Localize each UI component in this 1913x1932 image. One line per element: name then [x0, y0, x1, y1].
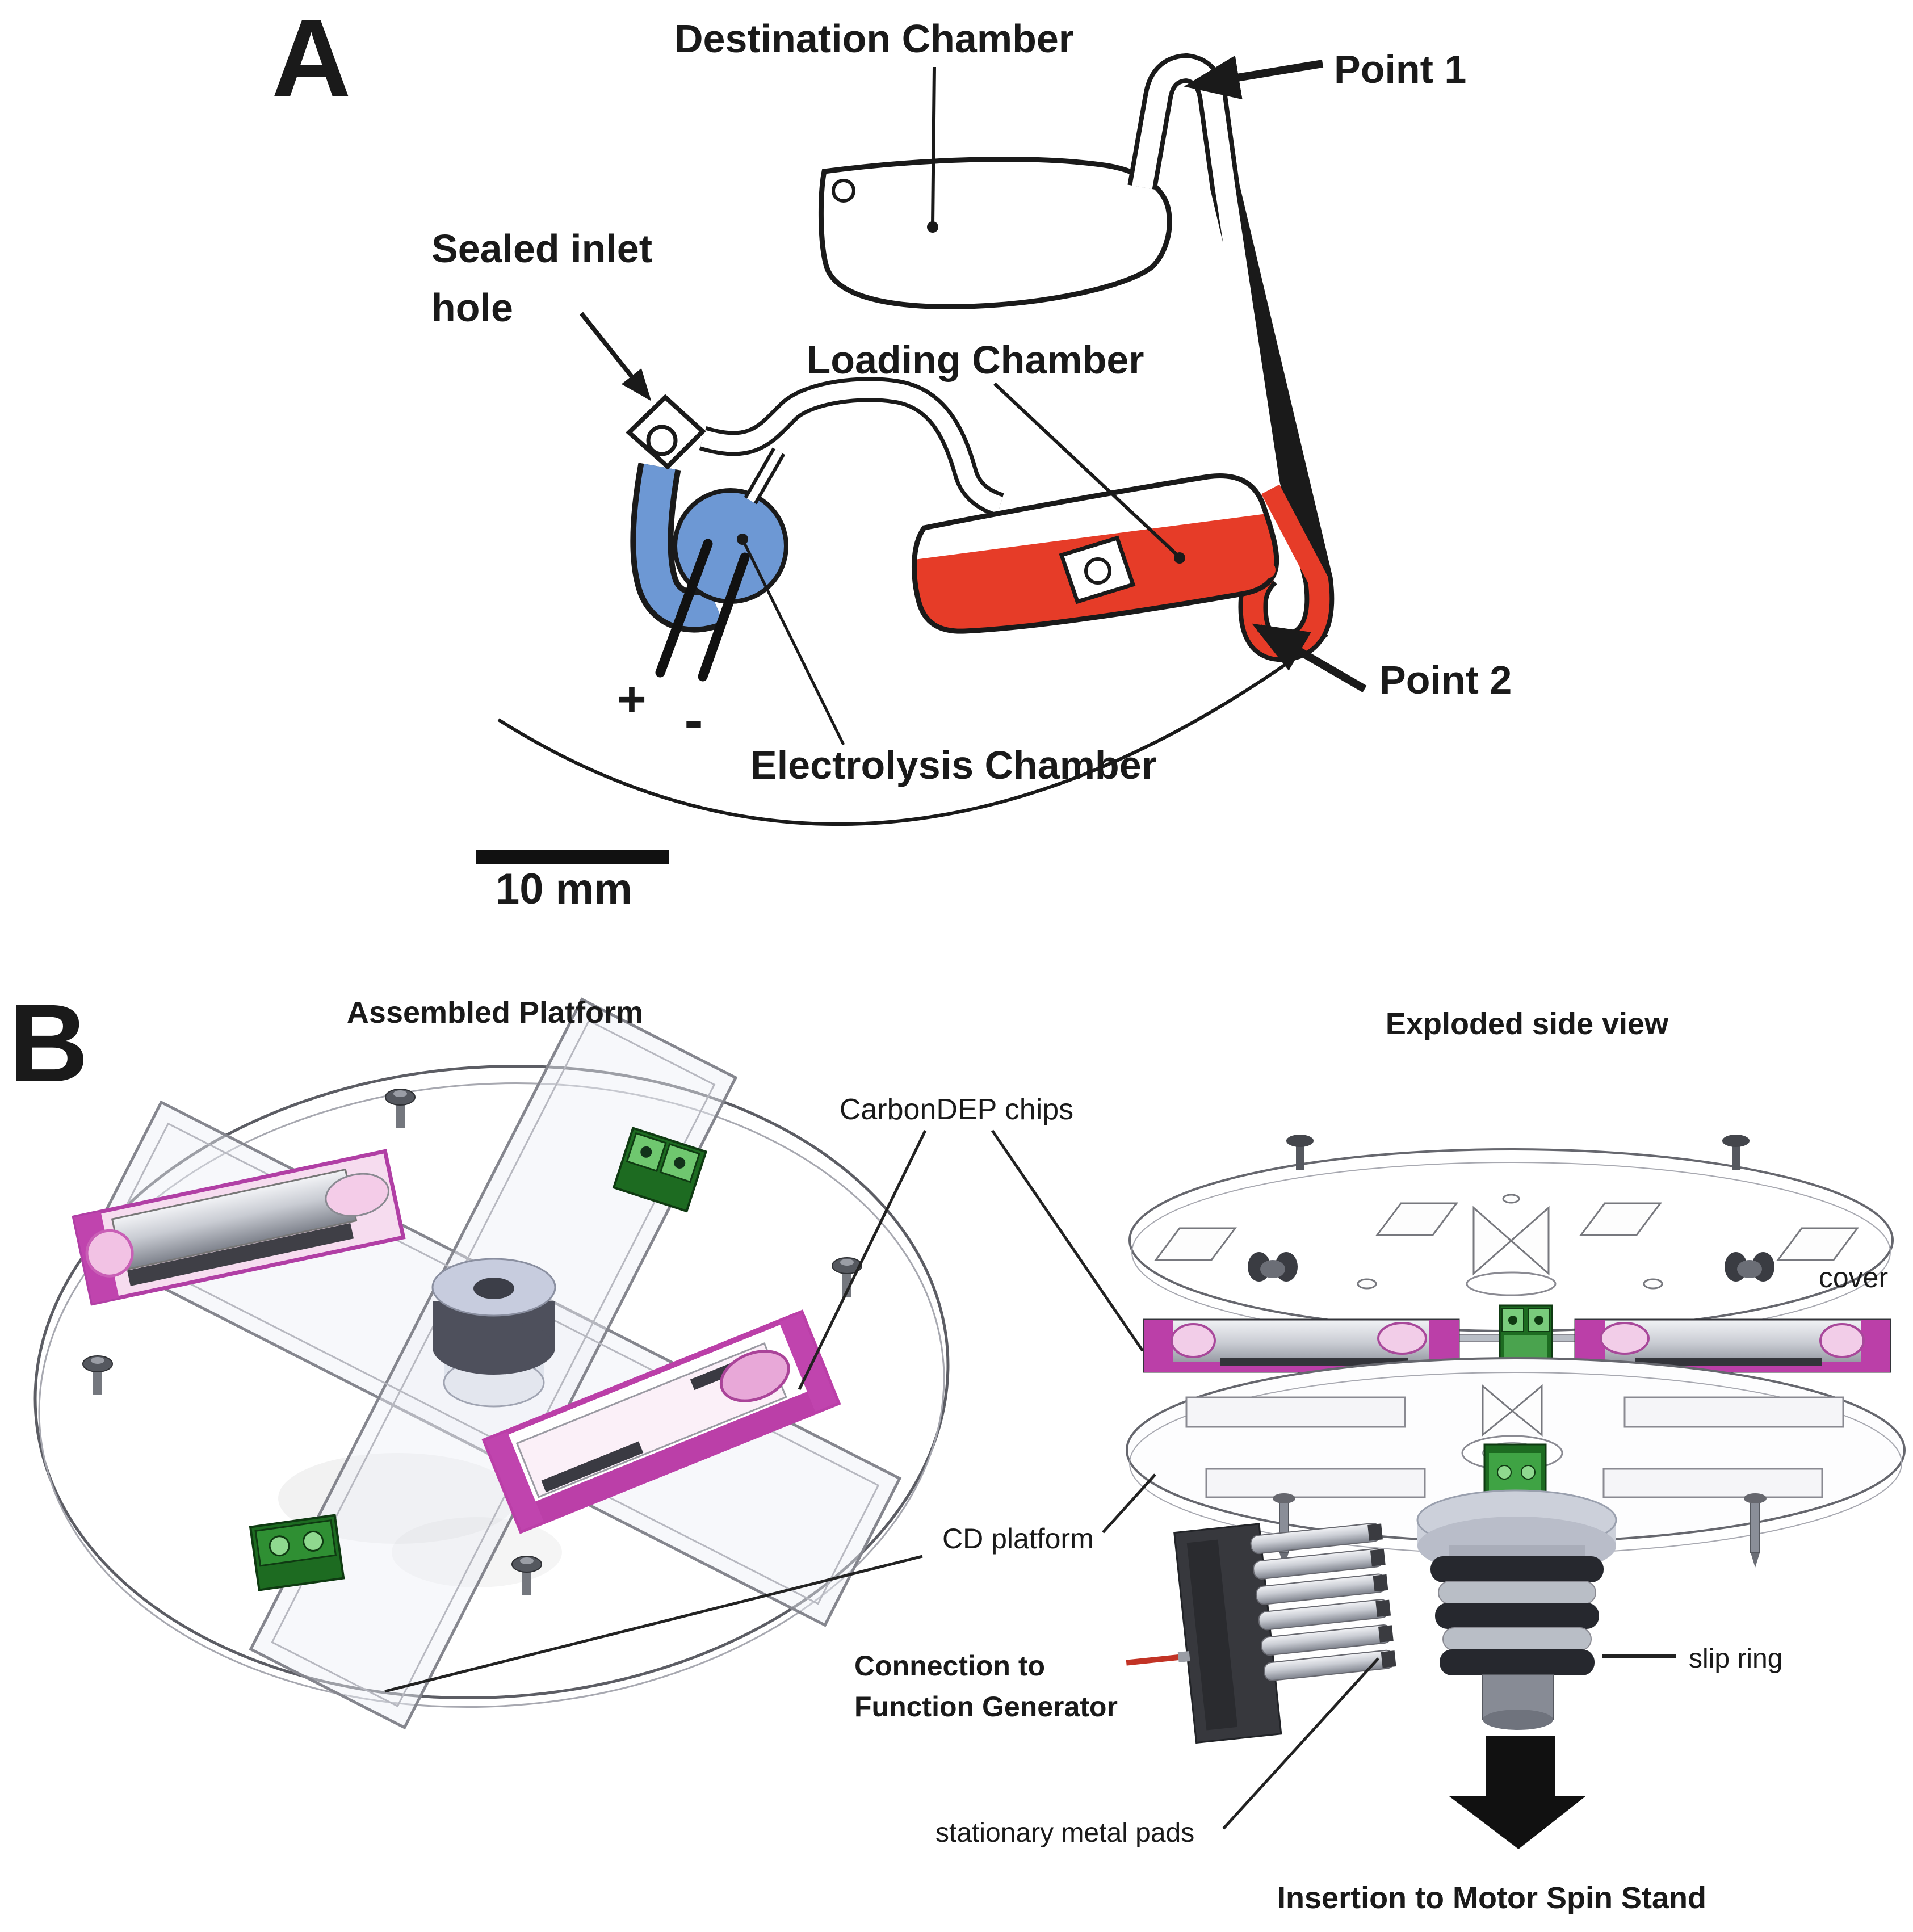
destination-chamber-label: Destination Chamber — [674, 16, 1074, 61]
stationary-pads-assembly — [1126, 1522, 1396, 1744]
scale-bar-label: 10 mm — [496, 865, 632, 913]
panel-a-tag: A — [271, 0, 351, 120]
destination-pointer-dot — [927, 221, 938, 233]
cover-label: cover — [1819, 1262, 1888, 1293]
panel-b-pointers — [384, 1129, 1676, 1830]
point-2-arrow — [1252, 623, 1367, 693]
point-1-arrow — [1184, 55, 1324, 100]
terminal-block-bottom — [249, 1514, 345, 1591]
panel-b: Exploded side view cover slip ring Conne… — [9, 981, 1906, 1915]
bridge-channel — [699, 377, 1005, 517]
connection-label-line2: Function Generator — [854, 1691, 1118, 1723]
assembled-platform — [33, 997, 950, 1730]
electrodes — [655, 539, 750, 682]
slip-ring-label: slip ring — [1689, 1644, 1782, 1674]
destination-vent-hole — [832, 179, 855, 203]
loading-pointer-dot — [1174, 552, 1185, 564]
electrode-negative-label: - — [684, 688, 703, 751]
scale-bar — [476, 850, 669, 864]
panel-a: A Destination Chamber Point 1 Sealed inl… — [271, 0, 1512, 913]
sealed-inlet-arrow — [579, 312, 652, 401]
exploded-chips-row — [1143, 1304, 1891, 1392]
carbondep-chip-right — [481, 1309, 841, 1534]
carbondep-chip-left — [72, 1149, 406, 1306]
metal-pad-rods — [1250, 1522, 1396, 1681]
platform-screw-right — [1744, 1493, 1767, 1568]
central-hub — [431, 1258, 556, 1408]
cover-screw-left — [1286, 1135, 1314, 1170]
disc-screws — [82, 1089, 862, 1595]
assembled-platform-title: Assembled Platform — [347, 996, 643, 1030]
exploded-side-view: Exploded side view cover slip ring Conne… — [384, 1007, 1906, 1915]
down-arrow-icon — [1449, 1736, 1585, 1849]
electrode-positive-wire — [655, 539, 713, 678]
carbondep-chips-label: CarbonDEP chips — [840, 1093, 1073, 1126]
slip-ring-assembly — [1416, 1489, 1617, 1730]
electrode-negative-wire — [698, 552, 750, 682]
disc-edge-arc — [497, 633, 1328, 826]
electrolysis-system — [630, 447, 788, 633]
cd-platform-disc — [1126, 1357, 1906, 1568]
point-1-label: Point 1 — [1334, 47, 1466, 91]
stationary-metal-pads-label: stationary metal pads — [935, 1818, 1194, 1848]
wing-nut-left — [1248, 1252, 1298, 1282]
inlet-blue-liquid — [636, 464, 723, 627]
panel-b-tag: B — [9, 981, 89, 1105]
cover-disc — [1128, 1135, 1894, 1342]
exploded-view-title: Exploded side view — [1386, 1007, 1669, 1041]
function-generator-wire — [1126, 1653, 1189, 1666]
destination-chamber-shape — [818, 157, 1172, 309]
loading-chamber-label: Loading Chamber — [806, 338, 1144, 382]
cd-platform-label: CD platform — [942, 1523, 1094, 1555]
sealed-inlet-square — [626, 394, 706, 470]
sealed-inlet-label-line2: hole — [431, 285, 513, 330]
terminal-block-top — [612, 1127, 708, 1213]
cover-screw-right — [1722, 1135, 1750, 1170]
connection-label-line1: Connection to — [854, 1650, 1045, 1682]
point-2-label: Point 2 — [1379, 658, 1512, 702]
sealed-inlet-label-line1: Sealed inlet — [431, 226, 652, 271]
insertion-label: Insertion to Motor Spin Stand — [1277, 1881, 1706, 1915]
loading-vent-square — [1059, 535, 1136, 604]
electrolysis-chamber-label: Electrolysis Chamber — [750, 743, 1157, 787]
liquid-junction-patch — [1258, 561, 1276, 578]
wing-nut-right — [1725, 1252, 1774, 1282]
electrode-positive-label: + — [617, 671, 646, 727]
panel-a-pointers — [579, 55, 1367, 746]
